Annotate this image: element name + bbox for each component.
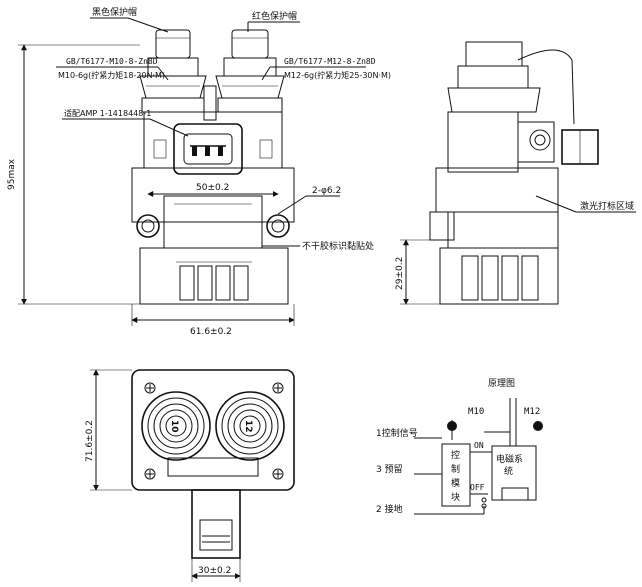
hole-spacing-dimension: 50±0.2	[196, 183, 229, 193]
relay-label-2: 统	[504, 465, 513, 477]
off-label: OFF	[470, 483, 485, 492]
bottom-width-dimension: 30±0.2	[198, 566, 231, 576]
m10-torque-label: M10-6g(拧紧力矩18-20N·M)	[58, 70, 165, 80]
laser-marking-label: 激光打标区域	[580, 200, 634, 212]
m12-torque-label: M12-6g(拧紧力矩25-30N·M)	[284, 70, 391, 80]
terminal-10-label: 10	[169, 420, 179, 433]
bottom-outline	[131, 369, 295, 491]
left-mount-hole	[136, 214, 160, 238]
cable-loop	[517, 49, 575, 125]
schematic-title: 原理图	[488, 378, 515, 389]
side-view: 激光打标区域 29±0.2	[395, 41, 636, 305]
terminal-left-coil	[141, 391, 211, 461]
schematic: 原理图 M10 M12 控 制 模 块 电磁系 统 ON OFF 1控制信号 3…	[376, 378, 543, 515]
height-29-dimension: 29±0.2	[395, 257, 405, 290]
center-post	[203, 85, 217, 121]
connector	[173, 123, 243, 175]
right-mount-hole	[266, 214, 290, 238]
hole-diameter-dimension: 2-φ6.2	[312, 186, 341, 196]
m10-standard-label: GB/T6177-M10-8-Zn8D	[66, 57, 158, 66]
lower-body	[139, 247, 289, 305]
red-cap-label: 红色保护帽	[252, 10, 297, 22]
bottom-connector	[191, 489, 241, 559]
main-body	[131, 167, 295, 223]
black-cap-label: 黑色保护帽	[92, 6, 137, 18]
module-char-2: 制	[451, 463, 460, 475]
module-char-3: 模	[451, 478, 460, 489]
relay-label-1: 电磁系	[496, 453, 523, 465]
on-label: ON	[474, 441, 484, 450]
module-char-4: 块	[451, 491, 460, 503]
m10-terminal-label: M10	[468, 407, 484, 417]
control-signal-label: 1控制信号	[376, 427, 418, 439]
control-module-box	[441, 443, 471, 507]
width-dimension: 61.6±0.2	[190, 327, 232, 337]
front-view: 95max 50±0.2 2-φ6.2 不干胶标识黏贴处 61.6±0.2 黑色…	[7, 6, 391, 337]
m10-terminal-dot	[447, 421, 457, 431]
connector-label: 适配AMP 1-1418448-1	[64, 108, 151, 118]
m12-terminal-label: M12	[524, 407, 540, 417]
right-stud-cap	[215, 29, 285, 113]
m12-standard-label: GB/T6177-M12-8-Zn8D	[284, 57, 376, 66]
module-char-1: 控	[451, 449, 460, 461]
sticker-area-label: 不干胶标识黏贴处	[302, 240, 374, 252]
height-dimension: 95max	[7, 158, 17, 190]
ground-label: 2 接地	[376, 503, 403, 515]
terminal-12-label: 12	[243, 420, 253, 433]
bottom-height-dimension: 71.6±0.2	[85, 420, 95, 462]
reserve-label: 3 预留	[376, 463, 403, 475]
bottom-view: 10 12 71.6±0.2 30±0.2	[85, 369, 295, 582]
terminal-right-coil	[215, 391, 285, 461]
m12-terminal-dot	[533, 421, 543, 431]
